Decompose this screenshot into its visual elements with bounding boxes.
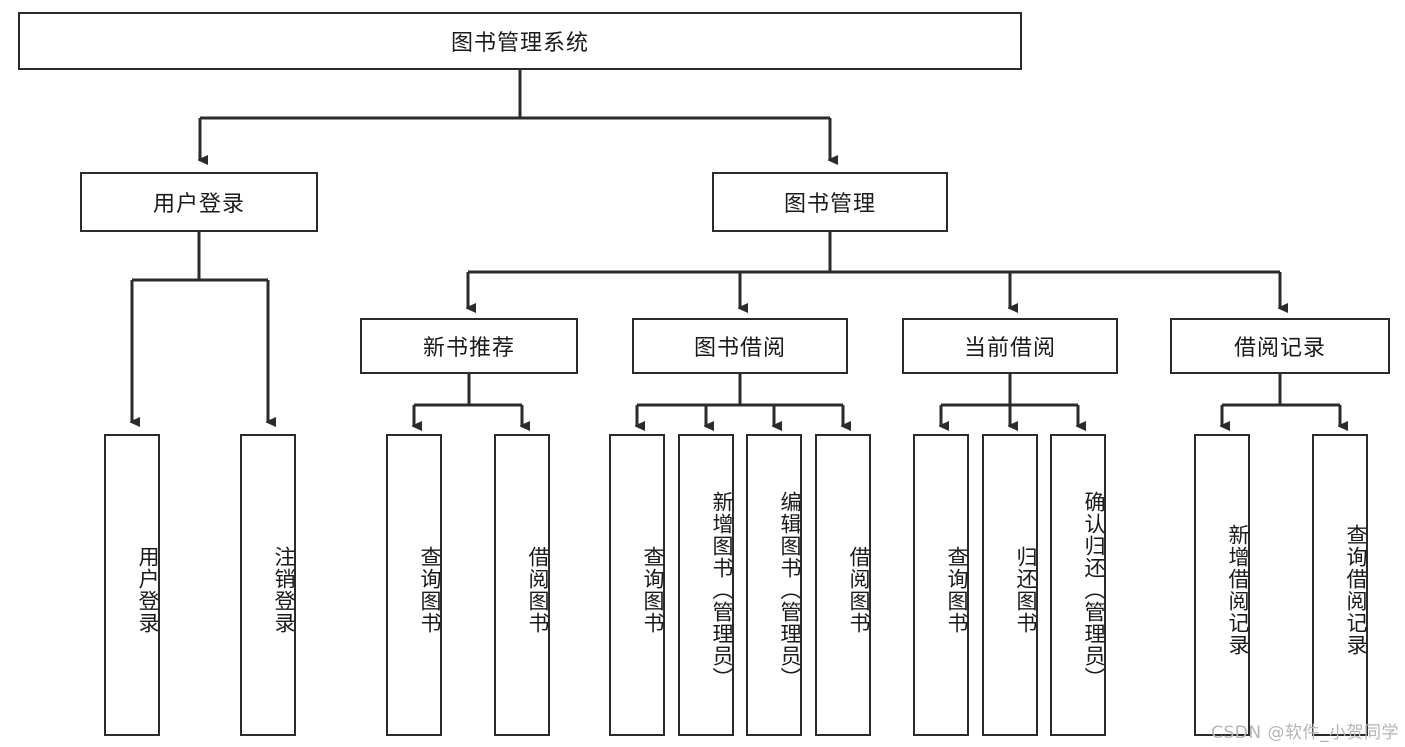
leaf-add-book-admin[interactable]: 新增图书（管理员） — [678, 434, 734, 736]
node-current-borrow[interactable]: 当前借阅 — [902, 318, 1118, 374]
node-borrow-records[interactable]: 借阅记录 — [1170, 318, 1390, 374]
leaf-add-borrow-record[interactable]: 新增借阅记录 — [1194, 434, 1250, 736]
leaf-query-borrow-record[interactable]: 查询借阅记录 — [1312, 434, 1368, 736]
node-label: 借阅图书 — [847, 546, 871, 634]
node-label: 图书借阅 — [693, 336, 786, 361]
watermark-text: CSDN @软件_小贺同学 — [1211, 723, 1399, 743]
leaf-confirm-return-admin[interactable]: 确认归还（管理员） — [1050, 434, 1106, 736]
node-label: 新书推荐 — [422, 336, 515, 361]
node-label: 借阅图书 — [526, 546, 550, 634]
leaf-query-book-borrow[interactable]: 查询图书 — [609, 434, 665, 736]
node-label: 新增借阅记录 — [1226, 524, 1250, 656]
node-root-library-system[interactable]: 图书管理系统 — [18, 12, 1022, 70]
leaf-borrow-book[interactable]: 借阅图书 — [815, 434, 871, 736]
node-label: 借阅记录 — [1233, 336, 1326, 361]
leaf-query-book-current[interactable]: 查询图书 — [913, 434, 969, 736]
node-label: 用户登录 — [152, 192, 245, 217]
node-label: 查询图书 — [418, 546, 442, 634]
node-label: 查询图书 — [641, 546, 665, 634]
leaf-edit-book-admin[interactable]: 编辑图书（管理员） — [746, 434, 802, 736]
node-user-login[interactable]: 用户登录 — [80, 172, 318, 232]
leaf-query-book-recommend[interactable]: 查询图书 — [386, 434, 442, 736]
node-label: 确认归还（管理员） — [1082, 491, 1106, 689]
node-new-book-recommend[interactable]: 新书推荐 — [360, 318, 578, 374]
leaf-return-book[interactable]: 归还图书 — [982, 434, 1038, 736]
node-label: 查询借阅记录 — [1344, 524, 1368, 656]
node-label: 图书管理系统 — [450, 31, 589, 56]
leaf-borrow-book-recommend[interactable]: 借阅图书 — [494, 434, 550, 736]
node-label: 当前借阅 — [963, 336, 1056, 361]
node-label: 新增图书（管理员） — [710, 491, 734, 689]
node-label: 用户登录 — [136, 546, 160, 634]
node-label: 编辑图书（管理员） — [778, 491, 802, 689]
leaf-user-login[interactable]: 用户登录 — [104, 434, 160, 736]
node-label: 图书管理 — [783, 192, 876, 217]
node-book-borrow[interactable]: 图书借阅 — [632, 318, 848, 374]
node-label: 注销登录 — [272, 546, 296, 634]
node-label: 查询图书 — [945, 546, 969, 634]
node-label: 归还图书 — [1014, 546, 1038, 634]
leaf-logout[interactable]: 注销登录 — [240, 434, 296, 736]
node-book-management[interactable]: 图书管理 — [712, 172, 948, 232]
